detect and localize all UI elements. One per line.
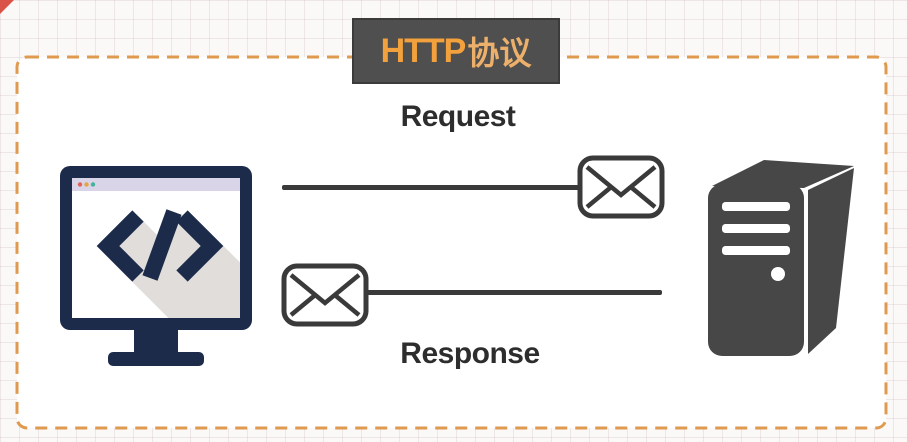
title-protocol-zh: 协议 [467, 35, 532, 71]
power-button-icon [771, 267, 785, 281]
window-dots-icon [77, 182, 96, 187]
response-envelope-icon [281, 263, 369, 327]
title-http: HTTP [380, 31, 467, 70]
response-line [366, 290, 662, 295]
request-envelope-icon [577, 155, 665, 219]
request-line [282, 185, 580, 190]
title-box: HTTP 协议 [352, 18, 560, 84]
response-label: Response [400, 337, 540, 370]
corner-marker [0, 0, 14, 14]
server-tower-icon [708, 160, 854, 356]
request-label: Request [400, 100, 516, 133]
code-monitor-icon [60, 166, 252, 366]
